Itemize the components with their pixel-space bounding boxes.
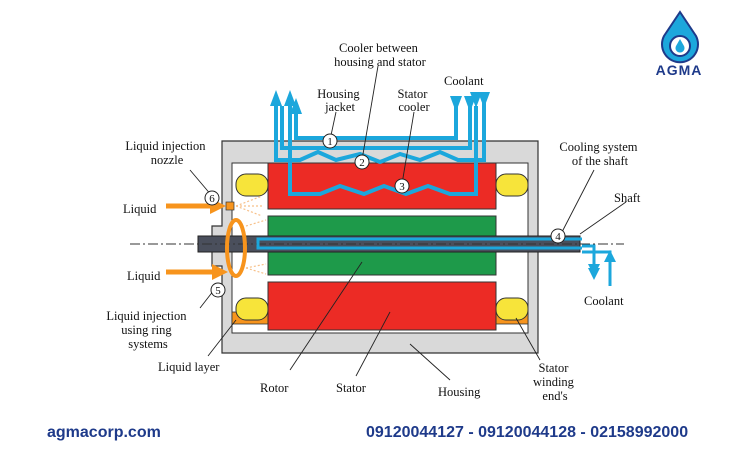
- svg-text:5: 5: [215, 285, 221, 297]
- svg-text:2: 2: [359, 157, 365, 169]
- spray-bottom: [245, 219, 267, 275]
- svg-text:4: 4: [555, 231, 561, 243]
- spray-top: [235, 195, 264, 217]
- label-liquid-bottom: Liquid: [127, 269, 161, 283]
- footer-website[interactable]: agmacorp.com: [47, 424, 161, 441]
- label-housing-jacket: Housing jacket: [317, 87, 363, 114]
- label-housing: Housing: [438, 385, 481, 399]
- stator-bottom: [267, 281, 497, 331]
- svg-text:6: 6: [209, 193, 215, 205]
- footer-phones: 09120044127 - 09120044128 - 02158992000: [366, 424, 689, 441]
- water-drop-gear-icon: [661, 10, 699, 64]
- shaft-coolant-out: [582, 244, 600, 276]
- winding-end: [495, 297, 529, 321]
- label-stator: Stator: [336, 381, 367, 395]
- injection-nozzle: [225, 201, 235, 211]
- brand-logo-text: AGMA: [655, 62, 703, 78]
- label-stator-cooler: Stator cooler: [398, 87, 431, 114]
- label-coolant-top: Coolant: [444, 74, 484, 88]
- housing-jacket-channel-inner: [294, 106, 458, 140]
- label-liquid-layer: Liquid layer: [158, 360, 220, 374]
- label-shaft: Shaft: [614, 191, 641, 205]
- winding-end: [235, 173, 269, 197]
- marker-4: 4: [550, 228, 566, 244]
- label-coolant-right: Coolant: [584, 294, 624, 308]
- svg-text:1: 1: [327, 136, 333, 148]
- stator-cooler-channel: [288, 106, 478, 197]
- label-liquid-injection-nozzle: Liquid injection nozzle: [125, 139, 208, 167]
- label-rotor: Rotor: [260, 381, 289, 395]
- housing-jacket-channel: [280, 106, 472, 150]
- marker-6: 6: [204, 190, 220, 206]
- injection-ring: [225, 218, 247, 278]
- marker-2: 2: [354, 154, 370, 170]
- winding-end: [235, 297, 269, 321]
- marker-5: 5: [210, 282, 226, 298]
- rotor-bottom: [267, 251, 497, 276]
- winding-end: [495, 173, 529, 197]
- label-liquid-injection-ring: Liquid injection using ring systems: [106, 309, 189, 351]
- label-liquid-top: Liquid: [123, 202, 157, 216]
- marker-3: 3: [394, 178, 410, 194]
- rotor-top: [267, 215, 497, 237]
- label-stator-winding-ends: Stator winding end's: [533, 361, 577, 403]
- cooler-between-channel: [274, 100, 486, 165]
- shaft-coolant-channel: [256, 237, 582, 250]
- marker-1: 1: [322, 133, 338, 149]
- svg-text:3: 3: [399, 181, 405, 193]
- label-cooler-between: Cooler between housing and stator: [334, 41, 426, 69]
- label-cooling-system-shaft: Cooling system of the shaft: [559, 140, 640, 168]
